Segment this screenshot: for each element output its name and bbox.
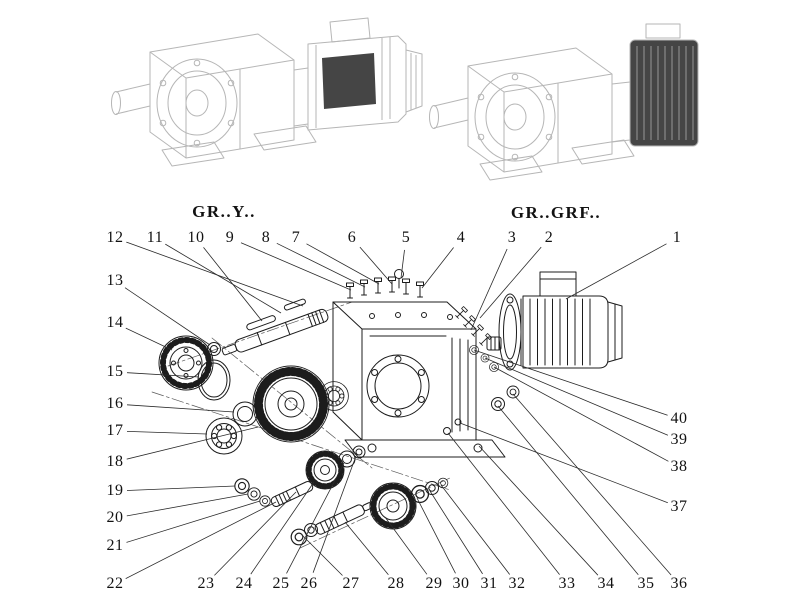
gearbox-housing <box>332 301 506 458</box>
leader-line-35 <box>497 405 639 576</box>
leader-line-24 <box>250 481 315 575</box>
leader-line-15 <box>126 372 200 378</box>
leader-line-11 <box>165 243 282 314</box>
leader-line-5 <box>400 249 405 279</box>
leader-line-38 <box>493 366 669 462</box>
large-helical-gear <box>252 365 330 443</box>
leader-line-39 <box>484 357 669 436</box>
leader-line-10 <box>203 247 263 322</box>
leader-line-4 <box>421 247 454 289</box>
leader-line-18 <box>126 426 259 460</box>
leader-line-3 <box>470 248 508 331</box>
oil-seal <box>197 359 231 401</box>
leader-line-9 <box>240 242 352 291</box>
leader-line-19 <box>126 485 236 491</box>
output-pinion-and-washers <box>469 336 520 411</box>
input-shaft-assembly <box>221 298 329 356</box>
leader-line-32 <box>440 484 511 575</box>
leader-line-20 <box>126 493 249 517</box>
second-pinion-assembly <box>290 477 449 546</box>
leader-line-27 <box>301 534 343 576</box>
shaft-key <box>246 315 276 331</box>
leader-line-8 <box>276 242 366 288</box>
lifting-eyebolt <box>394 269 404 289</box>
leader-line-16 <box>126 404 235 413</box>
leader-line-36 <box>512 393 672 576</box>
leader-line-13 <box>124 287 211 346</box>
housing-plugs <box>443 418 462 435</box>
leader-line-34 <box>478 445 599 576</box>
top-cover-bolts <box>346 269 424 299</box>
leader-line-29 <box>384 516 428 575</box>
mounting-feet <box>344 439 506 458</box>
exploded-view <box>151 269 623 549</box>
leader-line-23 <box>214 491 297 576</box>
dark-fan-housing <box>630 40 698 146</box>
leader-line-12 <box>126 241 304 307</box>
leader-line-33 <box>447 432 560 575</box>
leader-line-28 <box>344 521 389 575</box>
leader-line-14 <box>125 327 173 351</box>
leader-line-25 <box>286 462 345 574</box>
leader-line-40 <box>473 349 668 416</box>
leader-line-6 <box>359 246 393 285</box>
model-label-right: GR..GRF.. <box>510 203 602 222</box>
first-pinion-assembly <box>270 445 366 508</box>
model-label-left: GR..Y.. <box>192 202 256 221</box>
shaft-key-small <box>283 298 306 311</box>
leader-line-26 <box>312 455 357 573</box>
leader-line-7 <box>306 243 380 285</box>
leader-line-37 <box>459 422 668 504</box>
assembled-view-gr-grf-drawing <box>429 23 699 181</box>
leader-line-22 <box>125 501 277 579</box>
assembled-view-gr-y-drawing <box>111 17 423 167</box>
leader-line-21 <box>126 500 261 543</box>
leader-line-1 <box>565 243 667 300</box>
leader-line-2 <box>479 246 542 319</box>
leader-line-31 <box>429 490 483 575</box>
shaft-retaining-ring <box>207 342 221 356</box>
electric-motor <box>498 271 623 371</box>
terminal-box <box>539 271 577 297</box>
leader-line-17 <box>126 431 208 435</box>
leader-line-30 <box>416 497 456 574</box>
